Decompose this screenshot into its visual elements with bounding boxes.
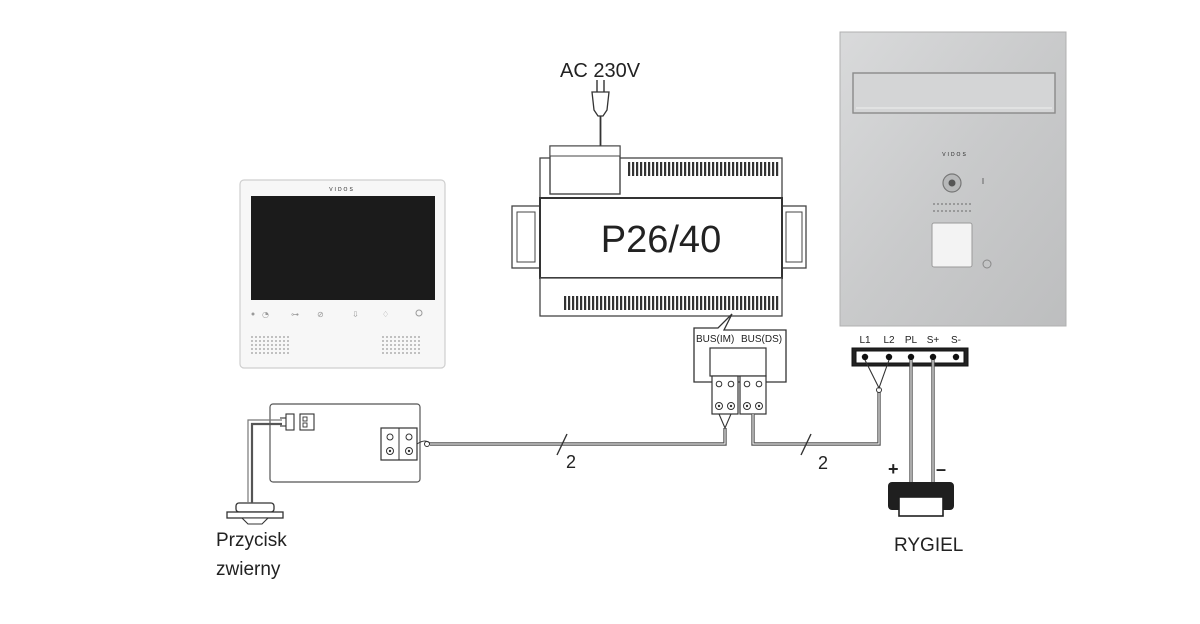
outdoor-door-station: VIDOS [839, 31, 1067, 327]
wire-count-left: 2 [566, 452, 576, 472]
bell-icon: ♢ [382, 310, 389, 319]
power-supply-unit: P26/40 [511, 145, 807, 317]
bus-ds-label: BUS(DS) [741, 334, 782, 345]
power-supply-model: P26/40 [601, 219, 721, 261]
key-icon: ⊶ [291, 310, 299, 319]
unlock-icon: ⇩ [352, 310, 359, 319]
speaker-holes [933, 203, 971, 212]
lock-minus-label: – [936, 459, 946, 479]
terminal-label-l1: L1 [859, 335, 871, 346]
monitor-brand-logo: VIDOS [329, 187, 355, 193]
speaker-grille-left [251, 336, 289, 354]
terminal-label-pl: PL [905, 335, 918, 346]
terminal-label-s-plus: S+ [927, 335, 940, 346]
vent-slots-bottom [564, 296, 779, 310]
wiring [247, 359, 935, 503]
bus-terminal-module: BUS(IM) BUS(DS) [693, 313, 787, 415]
exit-push-button-icon[interactable] [226, 502, 284, 525]
electric-lock-icon [888, 482, 954, 517]
indoor-monitor: VIDOS ◔ ⊶ ⊘ ⇩ ♢ [239, 179, 446, 369]
monitor-screen [251, 196, 435, 300]
ac-voltage-label: AC 230V [560, 60, 641, 82]
call-button[interactable] [931, 222, 973, 268]
exit-button-label-line2: zwierny [216, 559, 281, 580]
bus-im-label: BUS(IM) [696, 334, 734, 345]
power-plug-icon [591, 80, 610, 150]
speaker-grille-right [382, 336, 420, 354]
wire-count-right: 2 [818, 453, 828, 473]
exit-button-module [269, 403, 421, 483]
intercom-icon: ◔ [262, 310, 269, 319]
terminal-label-s-minus: S- [951, 335, 961, 346]
lock-plus-label: + [888, 459, 899, 479]
monitor-mode-icon: ⊘ [317, 310, 324, 319]
door-led-icon [982, 259, 992, 269]
vent-slots-top [628, 162, 779, 176]
door-station-terminals: L1 L2 PL S+ S- [851, 335, 969, 367]
monitor-buttons-row: ◔ ⊶ ⊘ ⇩ ♢ [251, 309, 423, 319]
exit-button-label-line1: Przycisk [216, 530, 287, 551]
terminal-label-l2: L2 [883, 335, 895, 346]
name-plate-slot [852, 72, 1056, 114]
lock-label: RYGIEL [894, 535, 963, 556]
door-station-brand-logo: VIDOS [942, 152, 968, 158]
